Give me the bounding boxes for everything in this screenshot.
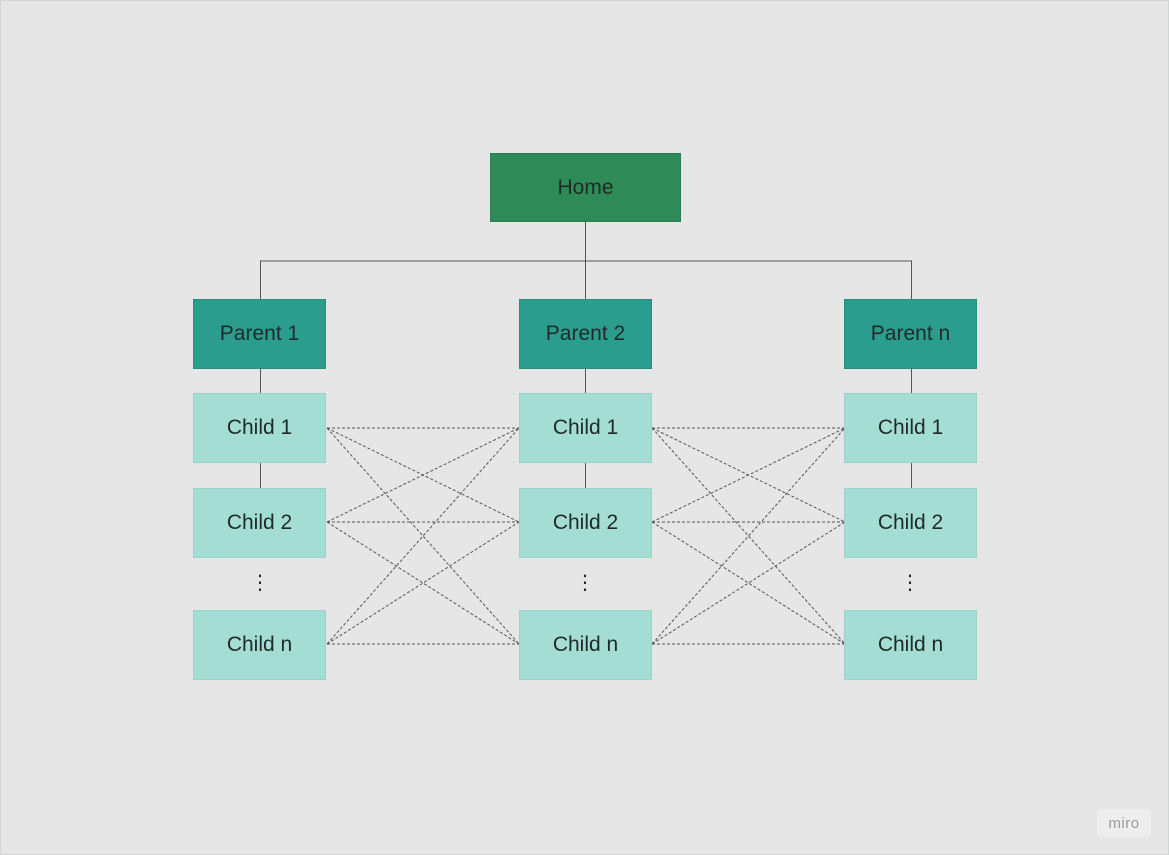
parent-1-node[interactable]: Parent 1 <box>193 299 326 369</box>
miro-watermark: miro <box>1097 809 1151 837</box>
home-node[interactable]: Home <box>490 153 681 222</box>
crosslink <box>326 427 520 645</box>
col-3-ellipsis: ⋮ <box>900 572 920 594</box>
col-1-child-n-node[interactable]: Child n <box>193 610 326 680</box>
crosslink <box>651 521 846 645</box>
col-2-ellipsis: ⋮ <box>575 572 595 594</box>
col-1-ellipsis: ⋮ <box>250 572 270 594</box>
crosslink <box>326 427 520 523</box>
parent-2-node[interactable]: Parent 2 <box>519 299 652 369</box>
col-1-child-1-node[interactable]: Child 1 <box>193 393 326 463</box>
col-3-child-1-node[interactable]: Child 1 <box>844 393 977 463</box>
col-3-child-2-node[interactable]: Child 2 <box>844 488 977 558</box>
col-2-child-1-node[interactable]: Child 1 <box>519 393 652 463</box>
crosslink <box>651 427 846 523</box>
parent-bus-line <box>260 260 912 299</box>
crosslink <box>651 427 846 645</box>
col-1-child-2-node[interactable]: Child 2 <box>193 488 326 558</box>
crosslink <box>651 521 846 645</box>
crosslink <box>326 427 520 645</box>
col-3-child-n-node[interactable]: Child n <box>844 610 977 680</box>
crosslink <box>326 521 520 645</box>
col-2-child-n-node[interactable]: Child n <box>519 610 652 680</box>
crosslink <box>326 521 520 645</box>
parent-n-node[interactable]: Parent n <box>844 299 977 369</box>
crosslink <box>651 427 846 645</box>
col-2-child-2-node[interactable]: Child 2 <box>519 488 652 558</box>
